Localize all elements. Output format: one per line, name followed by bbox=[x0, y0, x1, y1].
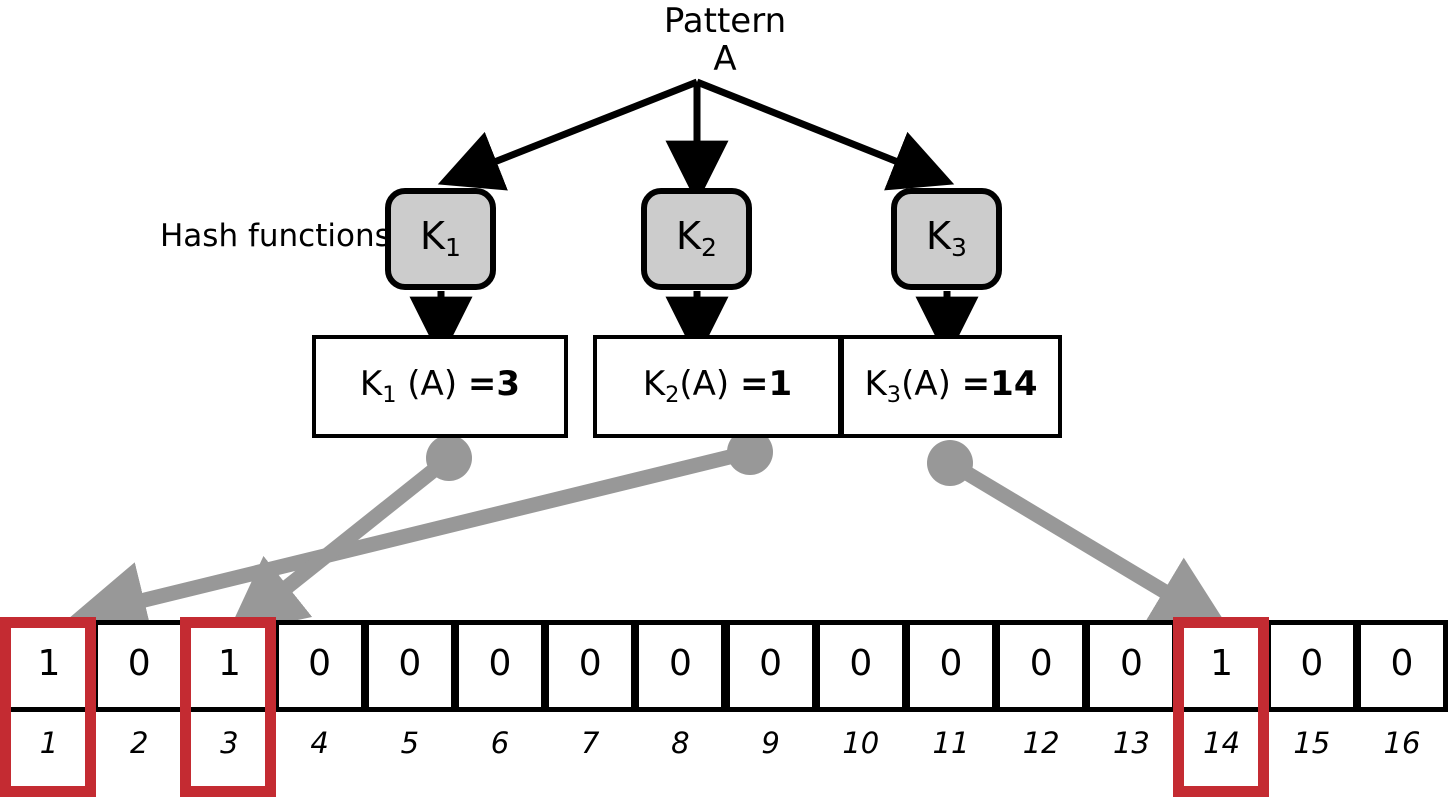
bit-index-15: 15 bbox=[1293, 725, 1331, 760]
arrow-result-k1-to-cell-3 bbox=[226, 452, 454, 636]
bit-cell-13[interactable]: 0 bbox=[1085, 620, 1178, 712]
bit-value: 0 bbox=[1300, 643, 1324, 684]
bit-value: 0 bbox=[488, 643, 512, 684]
bit-value: 0 bbox=[1029, 643, 1053, 684]
bit-cell-7[interactable]: 0 bbox=[544, 620, 637, 712]
bit-index-3: 3 bbox=[220, 725, 239, 760]
bit-cell-16[interactable]: 0 bbox=[1356, 620, 1448, 712]
arrow-origin-dot-k3 bbox=[927, 440, 973, 486]
bit-value: 0 bbox=[668, 643, 692, 684]
bit-index-1: 1 bbox=[39, 725, 59, 760]
hash-function-box-k3[interactable]: K3 bbox=[891, 188, 1002, 290]
bit-cell-9[interactable]: 0 bbox=[724, 620, 817, 712]
bit-index-10: 10 bbox=[842, 725, 880, 760]
hash-result-box-k2: K2(A) =1 bbox=[593, 335, 842, 438]
bit-value: 0 bbox=[939, 643, 963, 684]
bit-index-16: 16 bbox=[1383, 725, 1421, 760]
pattern-label-line-2: A bbox=[713, 39, 737, 79]
bit-cell-10[interactable]: 0 bbox=[814, 620, 907, 712]
bit-value: 0 bbox=[398, 643, 422, 684]
bit-index-4: 4 bbox=[310, 725, 329, 760]
bit-cell-2[interactable]: 0 bbox=[93, 620, 186, 712]
bit-value: 0 bbox=[308, 643, 332, 684]
bit-index-8: 8 bbox=[671, 725, 690, 760]
hash-result-box-k1: K1 (A) =3 bbox=[312, 335, 568, 438]
bit-index-6: 6 bbox=[490, 725, 510, 760]
bit-value: 1 bbox=[217, 643, 241, 684]
hash-functions-label: Hash functions bbox=[160, 218, 391, 254]
bit-index-2: 2 bbox=[129, 725, 149, 760]
hash-function-label-k1: K1 bbox=[420, 213, 461, 262]
bit-value: 0 bbox=[127, 643, 151, 684]
bit-value: 0 bbox=[1390, 643, 1414, 684]
hash-result-text-k1: K1 (A) =3 bbox=[359, 363, 521, 408]
arrow-pattern-to-k1 bbox=[437, 78, 699, 191]
bit-cell-4[interactable]: 0 bbox=[273, 620, 366, 712]
bit-cell-3[interactable]: 1 bbox=[183, 620, 276, 712]
bit-value: 1 bbox=[37, 643, 61, 684]
bit-array-row: 1 0 1 0 0 0 0 0 0 0 0 0 0 1 0 0 bbox=[0, 620, 1450, 714]
bit-index-7: 7 bbox=[580, 725, 600, 760]
pattern-label-line-1: Pattern bbox=[663, 1, 787, 41]
hash-result-box-k3: K3(A) =14 bbox=[840, 335, 1062, 438]
bit-index-11: 11 bbox=[932, 725, 970, 760]
pattern-label: Pattern A bbox=[0, 2, 1450, 78]
bit-cell-6[interactable]: 0 bbox=[454, 620, 546, 712]
bit-cell-14[interactable]: 1 bbox=[1175, 620, 1268, 712]
hash-function-label-k2: K2 bbox=[676, 213, 717, 262]
bit-index-13: 13 bbox=[1112, 725, 1150, 760]
hash-function-label-k3: K3 bbox=[926, 213, 967, 262]
bit-value: 0 bbox=[759, 643, 783, 684]
hash-result-text-k2: K2(A) =1 bbox=[642, 363, 793, 408]
bit-cell-11[interactable]: 0 bbox=[905, 620, 997, 712]
bit-value: 1 bbox=[1210, 643, 1234, 684]
arrow-pattern-to-k3 bbox=[695, 78, 955, 191]
bit-value: 0 bbox=[849, 643, 873, 684]
bit-cell-1[interactable]: 1 bbox=[3, 620, 95, 712]
bit-index-9: 9 bbox=[761, 725, 780, 760]
hash-function-box-k2[interactable]: K2 bbox=[641, 188, 752, 290]
bit-index-5: 5 bbox=[400, 725, 420, 760]
bit-index-14: 14 bbox=[1203, 725, 1241, 760]
arrow-origin-dot-k1 bbox=[426, 435, 472, 481]
bit-cell-15[interactable]: 0 bbox=[1265, 620, 1358, 712]
arrow-result-k3-to-cell-14 bbox=[946, 456, 1231, 632]
bit-cell-8[interactable]: 0 bbox=[634, 620, 727, 712]
bit-cell-5[interactable]: 0 bbox=[363, 620, 456, 712]
hash-result-text-k3: K3(A) =14 bbox=[864, 363, 1038, 408]
bit-index-12: 12 bbox=[1022, 725, 1060, 760]
bit-value: 0 bbox=[578, 643, 602, 684]
bit-cell-12[interactable]: 0 bbox=[995, 620, 1088, 712]
bit-value: 0 bbox=[1119, 643, 1143, 684]
hash-function-box-k1[interactable]: K1 bbox=[385, 188, 496, 290]
arrow-result-k2-to-cell-1 bbox=[68, 444, 752, 639]
